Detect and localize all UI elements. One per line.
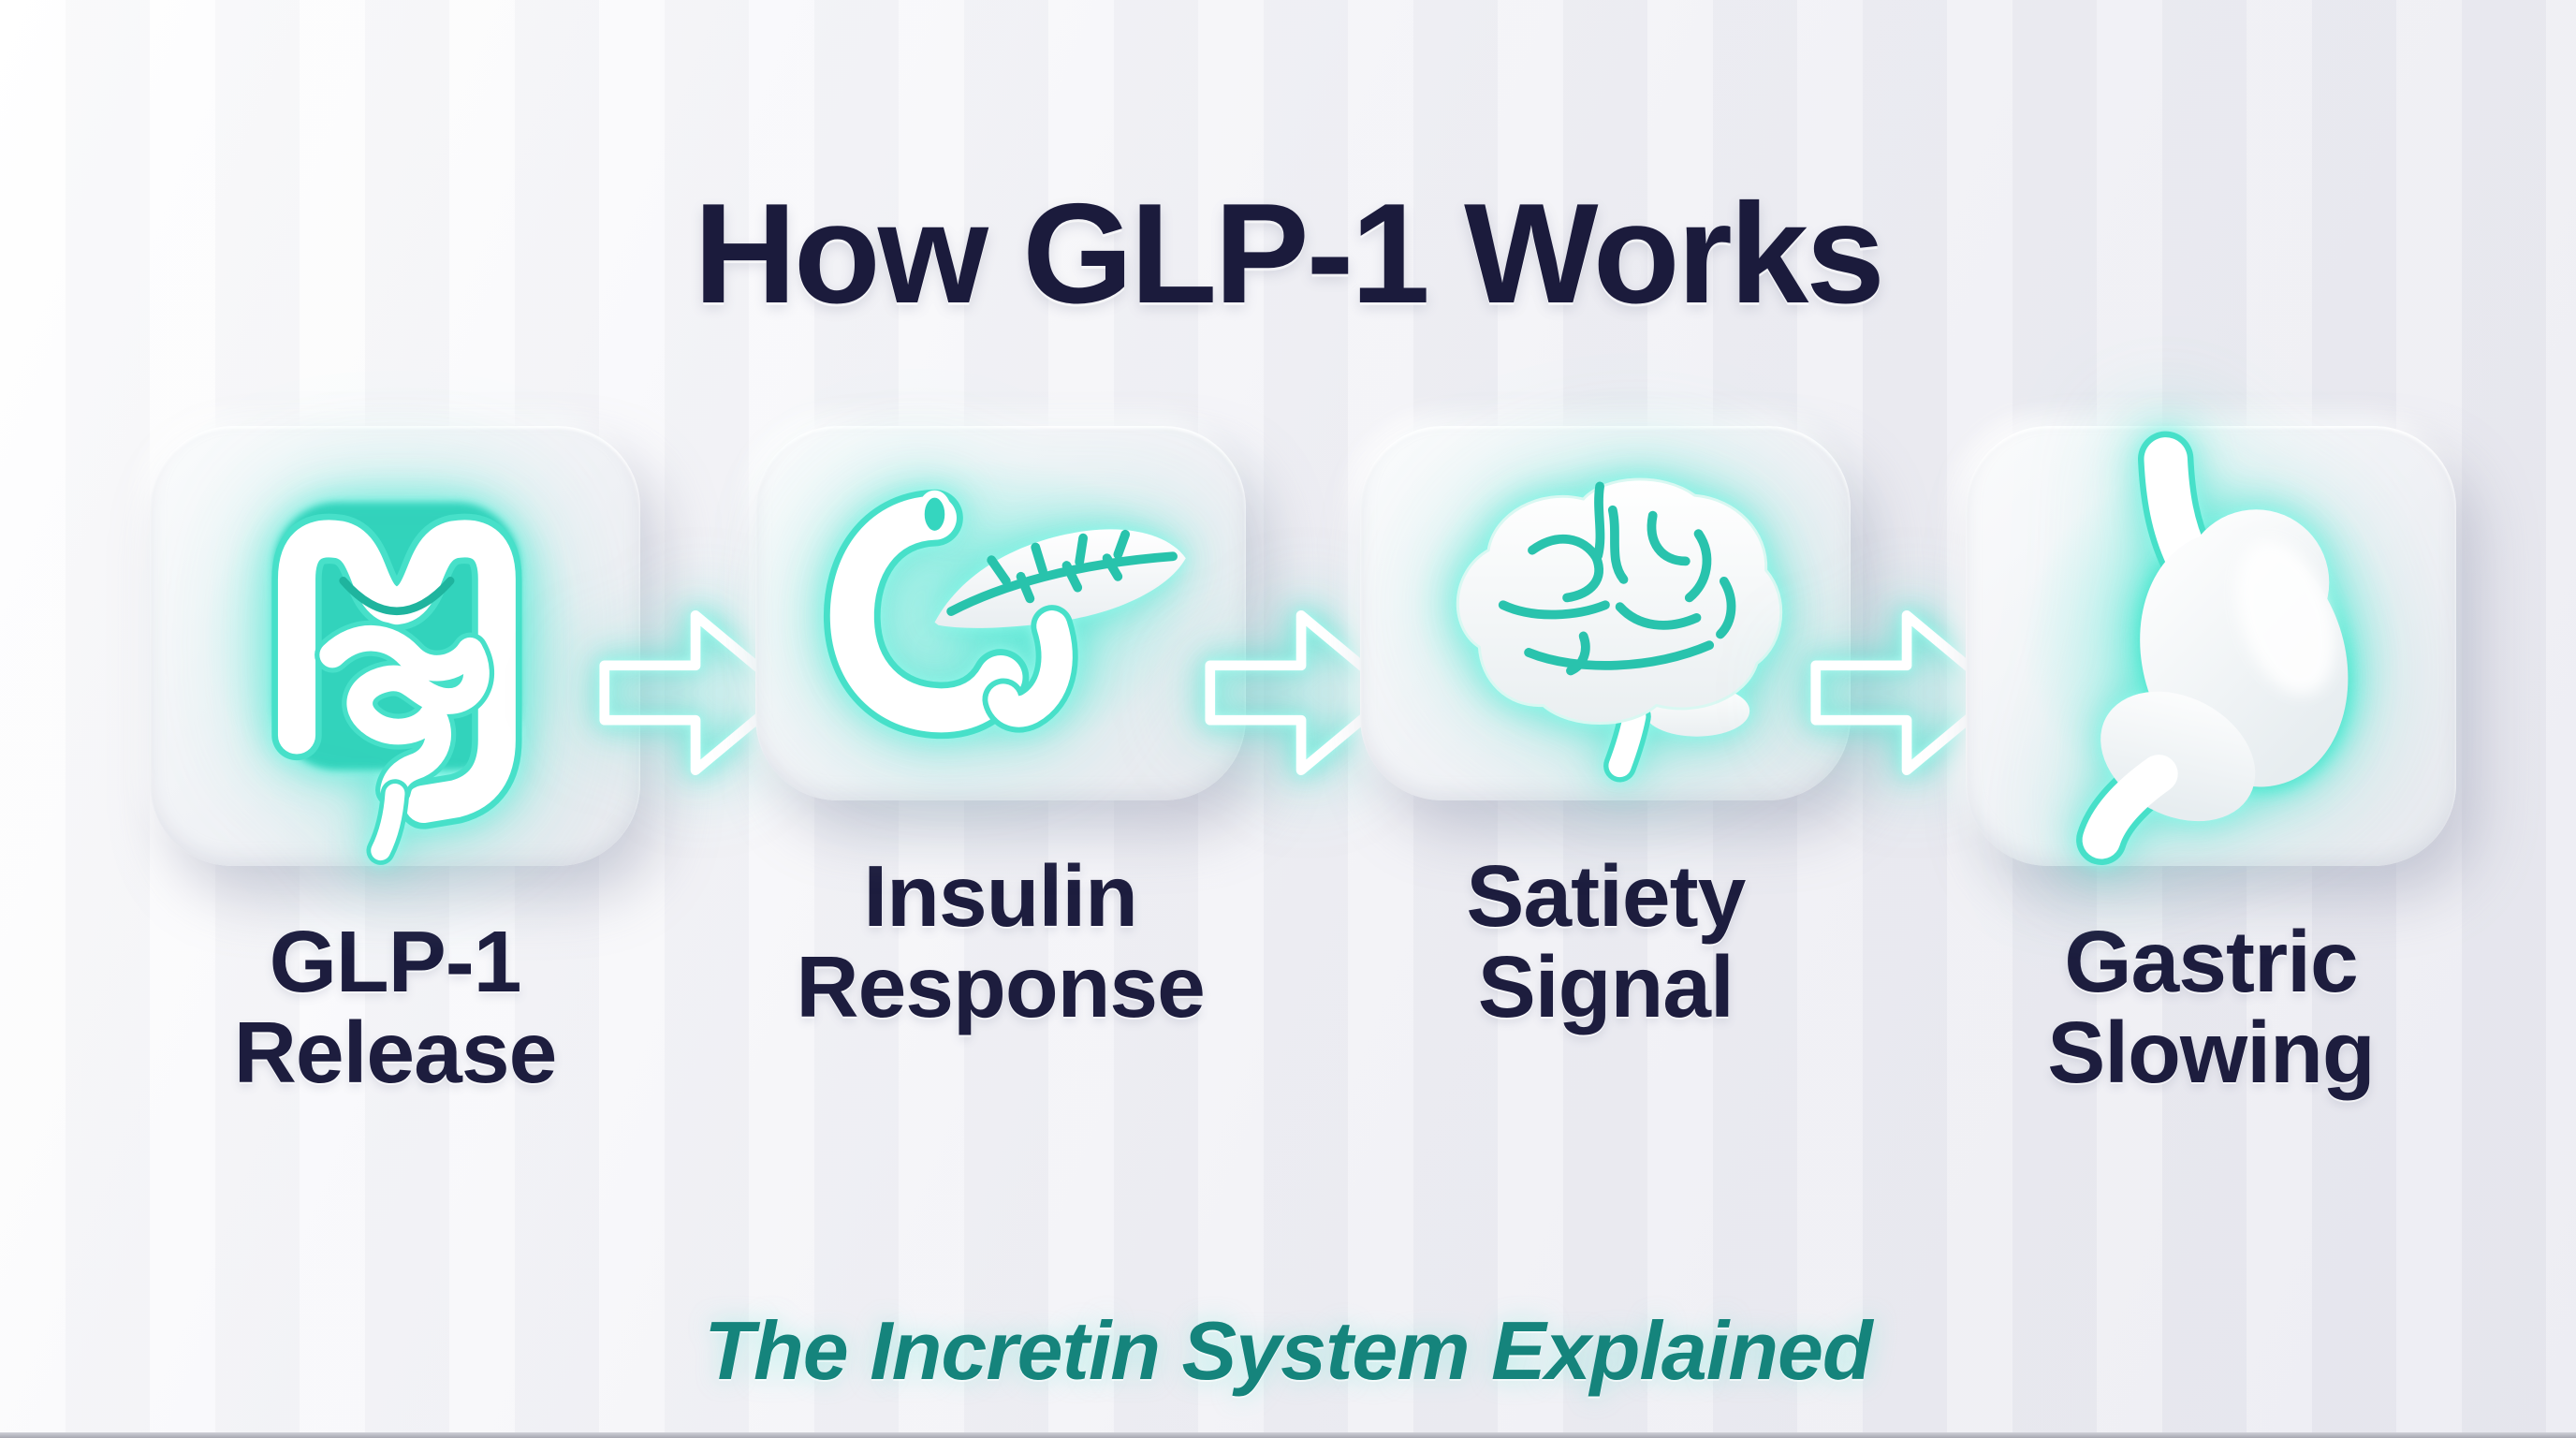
stomach-icon (2076, 431, 2352, 866)
page-title: How GLP-1 Works (694, 173, 1885, 333)
icon-card (754, 426, 1246, 800)
arrow-right-icon (1205, 609, 1399, 776)
connector (1810, 426, 2005, 950)
intestines-icon (271, 502, 522, 865)
icon-card (1360, 426, 1852, 800)
arrow-right-icon (599, 609, 794, 776)
step-satiety-signal: Satiety Signal (1360, 426, 1852, 1032)
pancreas-icon (823, 489, 1186, 740)
bottom-edge-line (0, 1432, 2576, 1438)
subtitle: The Incretin System Explained (704, 1304, 1872, 1397)
step-insulin-response: Insulin Response (754, 426, 1246, 1032)
step-label: GLP-1 Release (233, 913, 558, 1101)
step-glp1-release: GLP-1 Release (150, 426, 640, 1097)
step-label: Insulin Response (796, 847, 1205, 1035)
icon-card (150, 426, 640, 866)
connector (599, 426, 794, 950)
step-gastric-slowing: Gastric Slowing (1965, 426, 2456, 1097)
step-label: Satiety Signal (1466, 847, 1746, 1035)
step-label: Gastric Slowing (2047, 913, 2375, 1101)
brain-icon (1456, 477, 1783, 783)
process-flow: GLP-1 Release (150, 426, 2456, 1097)
icon-card (1965, 426, 2456, 866)
connector (1205, 426, 1399, 950)
arrow-right-icon (1810, 609, 2005, 776)
